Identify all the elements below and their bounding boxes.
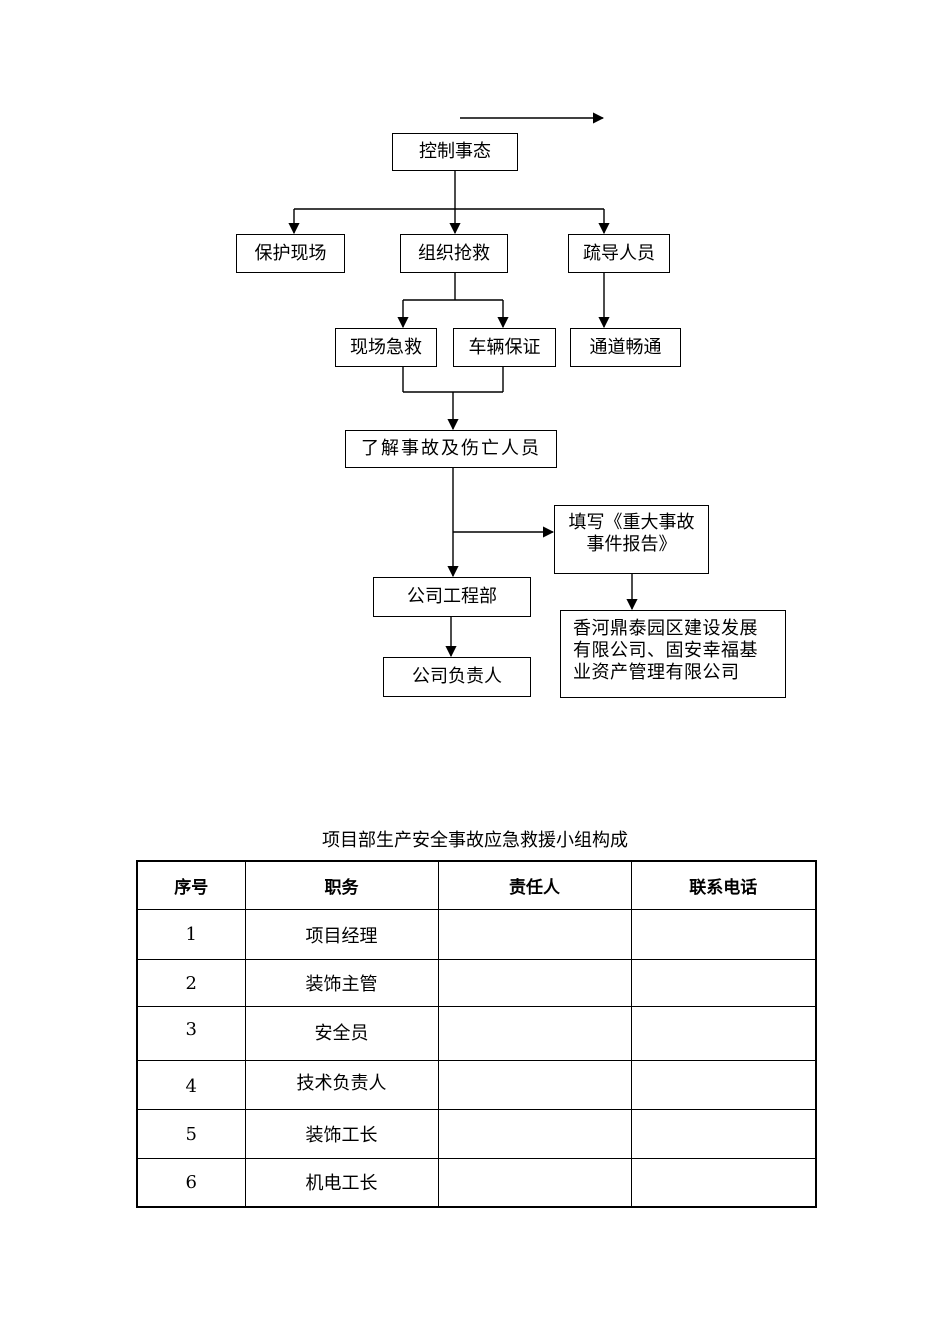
cell-role: 装饰工长	[244, 1109, 439, 1159]
cell-phone	[630, 1060, 817, 1110]
table-row: 4 技术负责人	[136, 1060, 817, 1110]
staff-table: 序号 职务 责任人 联系电话 1 项目经理 2 装饰主管 3 安全员 4 技术负…	[136, 860, 817, 1208]
table-row: 3 安全员	[136, 1006, 817, 1061]
box-engineering: 公司工程部	[373, 577, 531, 617]
cell-phone	[630, 909, 817, 960]
box-learn-casualties: 了解事故及伤亡人员	[345, 430, 557, 468]
cell-person	[437, 1060, 632, 1110]
cell-no: 5	[136, 1109, 246, 1159]
table-caption: 项目部生产安全事故应急救援小组构成	[322, 830, 628, 851]
cell-role: 机电工长	[244, 1158, 439, 1207]
box-control: 控制事态	[392, 133, 518, 171]
box-protect-scene: 保护现场	[236, 234, 345, 273]
header-person: 责任人	[437, 860, 632, 910]
cell-phone	[630, 1109, 817, 1159]
cell-no: 2	[136, 959, 246, 1007]
cell-person	[437, 1006, 632, 1061]
cell-no: 3	[136, 1006, 246, 1061]
cell-phone	[630, 1158, 817, 1207]
box-vehicle: 车辆保证	[453, 328, 556, 367]
cell-role: 项目经理	[244, 909, 439, 960]
flowchart-connectors	[288, 112, 638, 658]
cell-no: 6	[136, 1158, 246, 1207]
cell-no: 4	[136, 1060, 246, 1110]
box-company-head: 公司负责人	[383, 657, 531, 697]
box-evacuate: 疏导人员	[568, 234, 670, 273]
table-row: 2 装饰主管	[136, 959, 817, 1007]
table-row: 6 机电工长	[136, 1158, 817, 1207]
cell-role: 装饰主管	[244, 959, 439, 1007]
cell-person	[437, 909, 632, 960]
box-onsite-aid: 现场急救	[335, 328, 437, 367]
cell-no: 1	[136, 909, 246, 960]
box-report: 填写《重大事故 事件报告》	[554, 505, 709, 574]
box-passage: 通道畅通	[570, 328, 681, 367]
table-row: 1 项目经理	[136, 909, 817, 960]
header-no: 序号	[136, 860, 246, 910]
cell-person	[437, 1109, 632, 1159]
box-organize-rescue: 组织抢救	[400, 234, 508, 273]
cell-role: 安全员	[244, 1006, 439, 1061]
cell-role: 技术负责人	[244, 1060, 439, 1110]
cell-phone	[630, 959, 817, 1007]
header-phone: 联系电话	[630, 860, 817, 910]
cell-phone	[630, 1006, 817, 1061]
box-owner-companies: 香河鼎泰园区建设发展 有限公司、固安幸福基 业资产管理有限公司	[560, 610, 786, 698]
header-role: 职务	[244, 860, 439, 910]
cell-person	[437, 959, 632, 1007]
cell-person	[437, 1158, 632, 1207]
table-header-row: 序号 职务 责任人 联系电话	[136, 860, 817, 910]
table-row: 5 装饰工长	[136, 1109, 817, 1159]
